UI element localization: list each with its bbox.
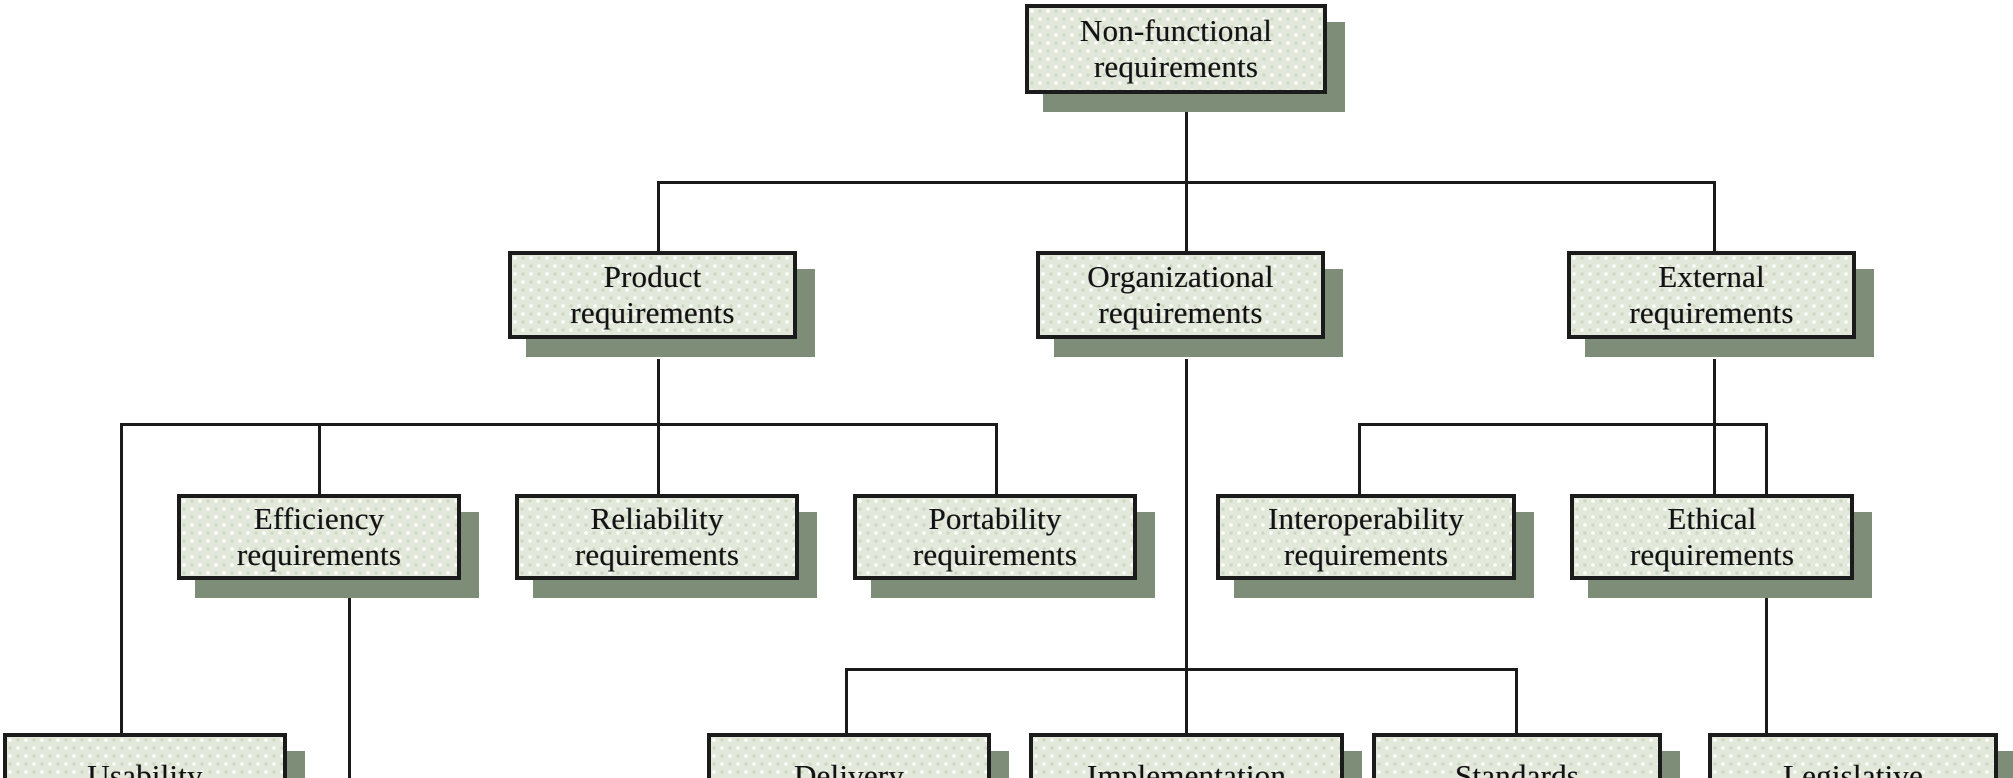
edge-product-bus	[120, 423, 998, 426]
node-label: Organizational requirements	[1087, 259, 1274, 330]
node-interoperability-requirements[interactable]: Interoperability requirements	[1216, 494, 1534, 598]
edge-organizational-to-implementation	[1185, 668, 1188, 735]
node-standards[interactable]: Standards	[1372, 733, 1680, 778]
edge-bus-to-organizational	[1185, 181, 1188, 253]
node-label: Implementation	[1086, 758, 1287, 778]
node-body: Product requirements	[508, 251, 797, 339]
edge-organizational-to-delivery	[845, 668, 848, 735]
node-label: Usability	[87, 758, 203, 778]
edge-product-to-usability	[120, 423, 123, 735]
node-body: Portability requirements	[853, 494, 1137, 580]
edge-bus-to-product	[657, 181, 660, 253]
edge-efficiency-stem	[348, 587, 351, 778]
node-body: Delivery	[707, 733, 991, 778]
node-body: Implementation	[1029, 733, 1344, 778]
edge-root-stem	[1185, 92, 1188, 184]
edge-organizational-to-standards	[1515, 668, 1518, 735]
node-body: Non-functional requirements	[1025, 4, 1327, 94]
node-label: Legislative	[1783, 758, 1923, 778]
edge-organizational-stem	[1185, 359, 1188, 669]
node-product-requirements[interactable]: Product requirements	[508, 251, 815, 357]
node-body: Standards	[1372, 733, 1662, 778]
edge-product-to-reliability	[657, 423, 660, 497]
node-body: Efficiency requirements	[177, 494, 461, 580]
node-organizational-requirements[interactable]: Organizational requirements	[1036, 251, 1343, 357]
edge-external-to-interoperability	[1358, 423, 1361, 497]
node-body: Ethical requirements	[1570, 494, 1854, 580]
edge-product-to-portability	[995, 423, 998, 497]
node-label: Portability requirements	[912, 501, 1078, 572]
edge-product-stem	[657, 359, 660, 425]
node-reliability-requirements[interactable]: Reliability requirements	[515, 494, 817, 598]
edge-external-to-ethical	[1713, 423, 1716, 497]
node-ethical-requirements[interactable]: Ethical requirements	[1570, 494, 1872, 598]
node-label: Non-functional requirements	[1079, 13, 1273, 84]
node-legislative[interactable]: Legislative	[1708, 733, 2013, 778]
node-label: Delivery	[793, 758, 905, 778]
node-label: Efficiency requirements	[236, 501, 402, 572]
node-label: Interoperability requirements	[1267, 501, 1464, 572]
node-body: Organizational requirements	[1036, 251, 1325, 339]
edge-bus-to-external	[1713, 181, 1716, 253]
node-efficiency-requirements[interactable]: Efficiency requirements	[177, 494, 479, 598]
node-implementation[interactable]: Implementation	[1029, 733, 1362, 778]
edge-external-stem	[1713, 359, 1716, 425]
node-label: Reliability requirements	[574, 501, 740, 572]
node-body: Usability	[3, 733, 287, 778]
node-body: External requirements	[1567, 251, 1856, 339]
node-body: Reliability requirements	[515, 494, 799, 580]
node-delivery[interactable]: Delivery	[707, 733, 1009, 778]
node-portability-requirements[interactable]: Portability requirements	[853, 494, 1155, 598]
edge-external-bus	[1358, 423, 1768, 426]
node-external-requirements[interactable]: External requirements	[1567, 251, 1874, 357]
edge-organizational-bus	[845, 668, 1518, 671]
node-label: External requirements	[1629, 259, 1794, 330]
edge-product-to-efficiency	[318, 423, 321, 497]
node-label: Ethical requirements	[1629, 501, 1795, 572]
node-label: Product requirements	[570, 259, 735, 330]
node-usability[interactable]: Usability	[3, 733, 305, 778]
node-label: Standards	[1454, 758, 1580, 778]
node-body: Legislative	[1708, 733, 1998, 778]
node-body: Interoperability requirements	[1216, 494, 1516, 580]
node-non-functional-requirements[interactable]: Non-functional requirements	[1025, 4, 1345, 112]
